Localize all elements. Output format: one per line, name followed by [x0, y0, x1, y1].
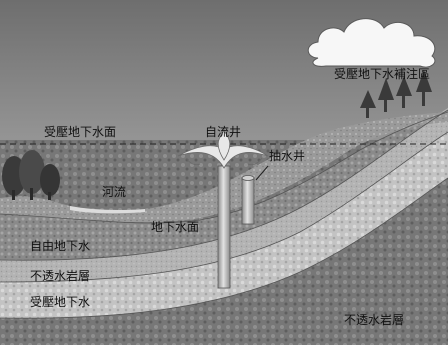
trees-left	[2, 150, 60, 200]
cloud	[307, 18, 436, 68]
pumping-well-leader	[255, 165, 269, 181]
artesian-well-pipe	[217, 165, 231, 289]
unconfined-aquifer	[0, 110, 448, 261]
label-unconfined-groundwater: 自由地下水	[30, 239, 90, 253]
label-impermeable-layer-lower: 不透水岩層	[344, 312, 404, 327]
label-impermeable-layer-upper: 不透水岩層	[30, 268, 90, 283]
label-river: 河流	[102, 185, 126, 199]
label-recharge-area: 受壓地下水補注區	[334, 66, 430, 81]
label-artesian-well: 自流井	[205, 125, 241, 139]
river-water	[70, 206, 145, 214]
topsoil	[0, 112, 448, 223]
deep-bedrock	[0, 178, 448, 345]
pumping-well-pipe	[241, 177, 255, 225]
label-pumping-well: 抽水井	[269, 149, 305, 163]
label-water-table: 地下水面	[151, 220, 199, 234]
label-confined-water-surface: 受壓地下水面	[44, 125, 116, 139]
artesian-fountain	[177, 126, 269, 169]
trees-right	[360, 70, 432, 118]
label-confined-groundwater: 受壓地下水	[30, 295, 90, 309]
pumping-well-top	[241, 175, 255, 181]
layer-boundaries	[0, 109, 448, 319]
